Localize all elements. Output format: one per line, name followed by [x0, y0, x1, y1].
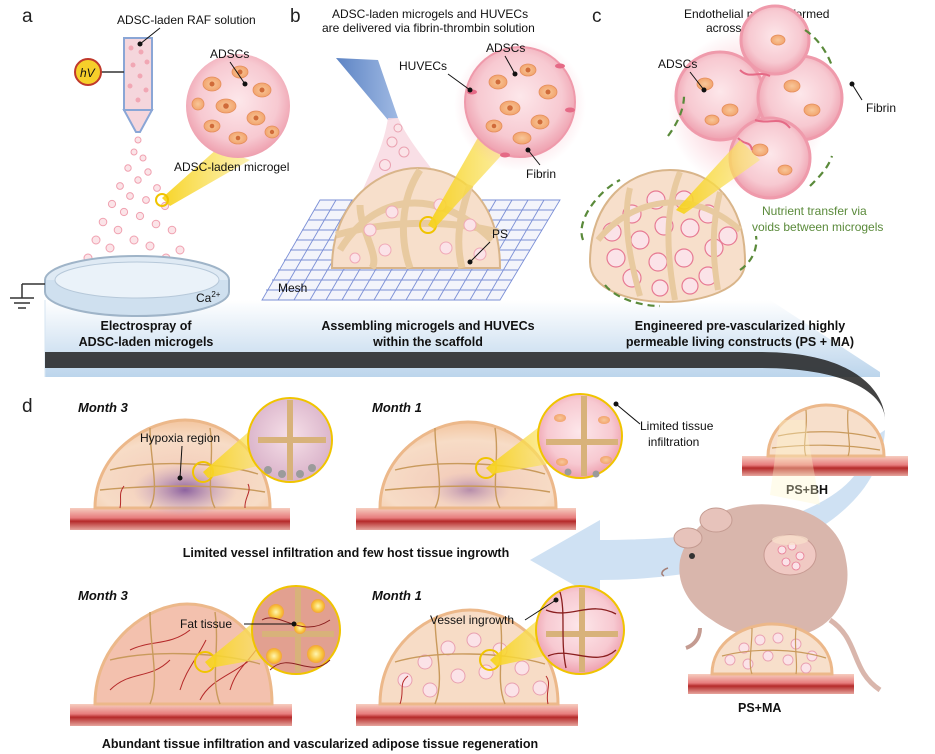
- scaffold-dome-b: [330, 120, 520, 270]
- nutrient-label-line1: Nutrient transfer via: [762, 204, 867, 218]
- return-arrow: [530, 430, 885, 600]
- panel-a-letter: a: [22, 6, 33, 27]
- adscs-label-a: ADSCs: [210, 47, 249, 61]
- ps-label: PS: [492, 227, 508, 241]
- panel-c: c Endothelial network formed across micr…: [580, 4, 896, 349]
- fibrin-label-c: Fibrin: [866, 101, 896, 115]
- raf-solution-label: ADSC-laden RAF solution: [117, 13, 256, 27]
- implant-top-month1: [356, 393, 623, 530]
- month-label-top-left: Month 3: [78, 400, 129, 415]
- nutrient-label-line2: voids between microgels: [752, 220, 883, 234]
- psma-label: PS+MA: [738, 701, 781, 715]
- caption-b-line1: Assembling microgels and HUVECs: [321, 319, 534, 333]
- adscs-label-b: ADSCs: [486, 41, 525, 55]
- month-label-top-right: Month 1: [372, 400, 422, 415]
- caption-c-line1: Engineered pre-vascularized highly: [635, 319, 846, 333]
- implant-top-month3: [70, 397, 333, 530]
- process-band: [44, 300, 885, 420]
- panel-a: a hV: [10, 6, 290, 349]
- ground-icon: [10, 283, 45, 309]
- microgel-huvec-magnified: [454, 39, 586, 171]
- adscs-label-c: ADSCs: [658, 57, 697, 71]
- top-row-caption: Limited vessel infiltration and few host…: [183, 546, 509, 560]
- fat-label: Fat tissue: [180, 617, 232, 631]
- mesh-label: Mesh: [278, 281, 307, 295]
- panel-b-title-line2: are delivered via fibrin-thrombin soluti…: [322, 21, 535, 35]
- microgel-magnified: [155, 54, 290, 207]
- voltage-source-icon: hV: [74, 58, 124, 86]
- caption-b-line2: within the scaffold: [372, 335, 483, 349]
- calcium-label: Ca2+: [196, 290, 221, 305]
- microgel-label: ADSC-laden microgel: [174, 160, 289, 174]
- panel-b-letter: b: [290, 6, 301, 27]
- month-label-bottom-left: Month 3: [78, 588, 129, 603]
- implant-bottom-month1: [356, 585, 625, 726]
- caption-a-line1: Electrospray of: [100, 319, 192, 333]
- fibrin-label-b: Fibrin: [526, 167, 556, 181]
- psbh-label: PS+BH: [786, 483, 828, 497]
- month-label-bottom-right: Month 1: [372, 588, 422, 603]
- caption-a-line2: ADSC-laden microgels: [79, 335, 214, 349]
- caption-c-line2: permeable living constructs (PS + MA): [626, 335, 854, 349]
- collection-dish: [44, 255, 230, 317]
- electrospray-syringe: [122, 37, 154, 133]
- limited-label-line2: infiltration: [648, 435, 699, 449]
- hypoxia-label: Hypoxia region: [140, 431, 220, 445]
- voltage-label: hV: [80, 66, 96, 80]
- panel-b: b ADSC-laden microgels and HUVECs are de…: [261, 6, 586, 349]
- huvecs-label: HUVECs: [399, 59, 447, 73]
- implant-bottom-month3: [70, 585, 341, 726]
- panel-c-letter: c: [592, 6, 602, 27]
- vessel-label: Vessel ingrowth: [430, 613, 514, 627]
- panel-d: d Month 3 Hypoxia region: [22, 393, 908, 751]
- scaffold-dome-c: [580, 29, 834, 308]
- microgel-cluster: [668, 4, 844, 200]
- panel-d-letter: d: [22, 396, 33, 417]
- panel-b-title-line1: ADSC-laden microgels and HUVECs: [332, 7, 528, 21]
- psbh-construct: [742, 403, 908, 476]
- bottom-row-caption: Abundant tissue infiltration and vascula…: [102, 737, 538, 751]
- psma-construct: [688, 622, 854, 694]
- limited-label-line1: Limited tissue: [640, 419, 714, 433]
